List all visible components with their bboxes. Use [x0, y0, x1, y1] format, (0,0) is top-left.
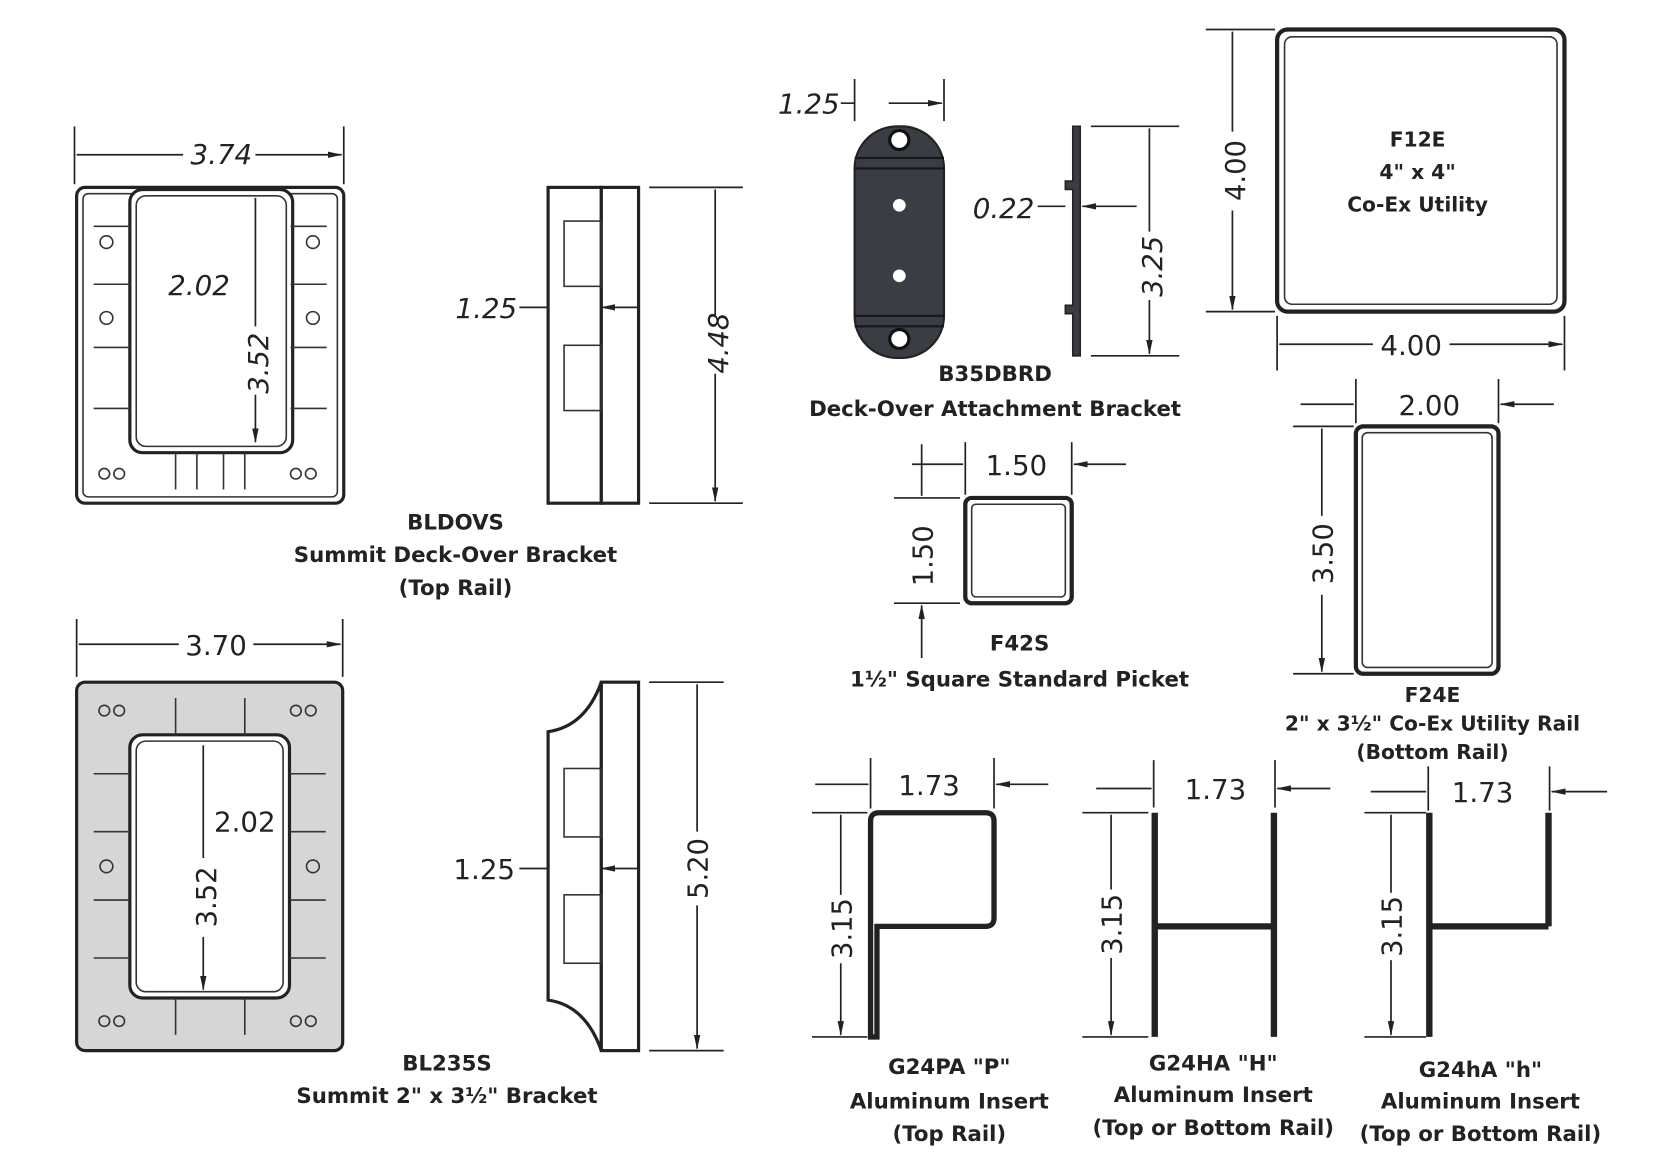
- bldovs-side-view: 4.48 1.25: [456, 185, 743, 503]
- bl235s-side-view: 5.20 1.25: [453, 680, 724, 1050]
- f12e-height-dim: 4.00: [1220, 140, 1252, 201]
- f24e-name: 2" x 3½" Co-Ex Utility Rail: [1285, 712, 1580, 736]
- g24pa-width-dim: 1.73: [898, 770, 960, 802]
- bl235s-inner-height-dim: 3.52: [191, 866, 223, 927]
- bldovs-width-dim: 3.74: [191, 139, 253, 171]
- bldovs-inner-height-dim: 3.52: [243, 333, 275, 394]
- g24pa-code: G24PA "P": [888, 1054, 1010, 1079]
- g24ha-lowercase-note: (Top or Bottom Rail): [1360, 1121, 1602, 1146]
- f42s-height-dim: 1.50: [907, 525, 939, 586]
- f12e-width-dim: 4.00: [1380, 330, 1442, 362]
- b35dbrd-thickness-dim: 0.22: [973, 193, 1035, 225]
- f24e-code: F24E: [1405, 683, 1461, 707]
- g24ha-lowercase-width-dim: 1.73: [1452, 777, 1514, 809]
- bl235s-height-dim: 5.20: [683, 838, 715, 899]
- f42s-name: 1½" Square Standard Picket: [850, 666, 1189, 691]
- bldovs-depth-dim: 1.25: [456, 293, 518, 325]
- g24pa-name: Aluminum Insert: [850, 1089, 1049, 1114]
- g24ha-code: G24HA "H": [1149, 1051, 1278, 1076]
- g24ha-insert: 1.73 3.15: [1082, 760, 1331, 1037]
- g24ha-note: (Top or Bottom Rail): [1092, 1115, 1334, 1140]
- f24e-rail: 2.00 3.50: [1293, 378, 1554, 674]
- f42s-code: F42S: [990, 631, 1049, 656]
- b35dbrd-height-dim: 3.25: [1137, 236, 1169, 297]
- bl235s-width-dim: 3.70: [185, 630, 247, 662]
- g24ha-lowercase-name: Aluminum Insert: [1381, 1089, 1580, 1114]
- bl235s-front-view: 3.70 2.02 3.52: [75, 619, 343, 1053]
- bl235s-code: BL235S: [402, 1051, 491, 1076]
- b35dbrd-name: Deck-Over Attachment Bracket: [809, 396, 1181, 421]
- bl235s-inner-width-dim: 2.02: [214, 807, 276, 839]
- f24e-height-dim: 3.50: [1307, 523, 1339, 584]
- g24ha-height-dim: 3.15: [1097, 894, 1129, 955]
- g24ha-lowercase-insert: 1.73 3.15: [1364, 766, 1608, 1037]
- b35dbrd-code: B35DBRD: [938, 361, 1052, 386]
- g24ha-name: Aluminum Insert: [1114, 1082, 1313, 1107]
- f12e-name: Co-Ex Utility: [1347, 193, 1488, 217]
- bldovs-inner-width-dim: 2.02: [168, 270, 230, 302]
- f12e-post: F12E 4" x 4" Co-Ex Utility 4.00 4.00: [1205, 27, 1565, 371]
- g24ha-width-dim: 1.73: [1185, 774, 1247, 806]
- g24pa-note: (Top Rail): [892, 1121, 1006, 1146]
- bl235s-depth-dim: 1.25: [453, 854, 515, 886]
- bl235s-name: Summit 2" x 3½" Bracket: [296, 1083, 597, 1108]
- g24ha-lowercase-height-dim: 3.15: [1377, 896, 1409, 957]
- bldovs-name: Summit Deck-Over Bracket: [294, 542, 617, 567]
- g24ha-lowercase-code: G24hA "h": [1419, 1057, 1542, 1082]
- bldovs-front-view: 3.74 2.02 3.52: [73, 126, 343, 505]
- f24e-width-dim: 2.00: [1399, 390, 1461, 422]
- g24pa-insert: 1.73 3.15: [812, 757, 1049, 1037]
- f42s-picket: 1.50 1.50: [893, 442, 1126, 658]
- f42s-width-dim: 1.50: [986, 450, 1048, 482]
- f12e-size: 4" x 4": [1379, 160, 1455, 184]
- b35dbrd-width-dim: 1.25: [778, 89, 840, 121]
- f12e-code: F12E: [1390, 127, 1446, 151]
- g24pa-height-dim: 3.15: [826, 898, 858, 959]
- bldovs-code: BLDOVS: [407, 510, 504, 535]
- f24e-note: (Bottom Rail): [1356, 740, 1508, 764]
- b35dbrd-bracket: 1.25 0.22 3.25: [778, 78, 1180, 358]
- bldovs-note: (Top Rail): [399, 575, 513, 600]
- bldovs-height-dim: 4.48: [703, 313, 735, 374]
